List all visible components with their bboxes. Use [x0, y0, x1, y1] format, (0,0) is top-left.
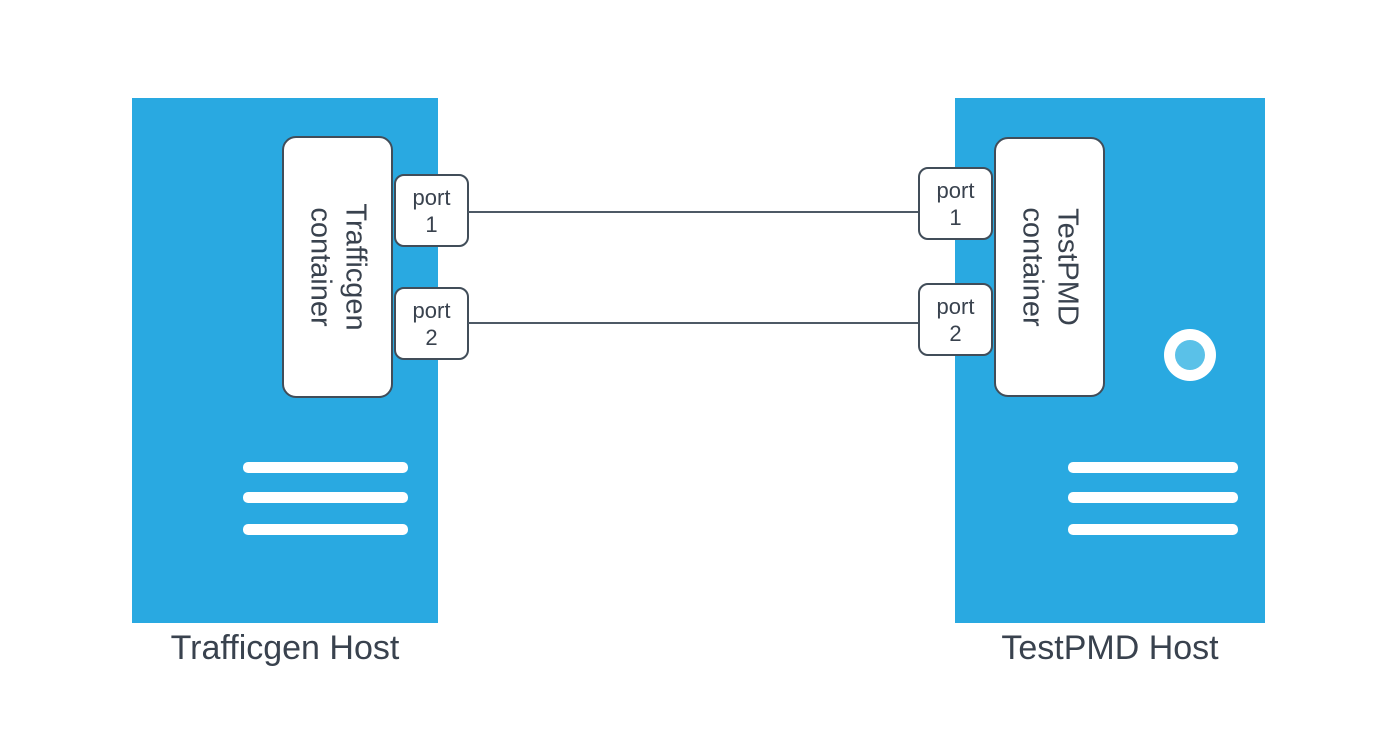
server-vent-icon	[243, 524, 408, 535]
testpmd-container-box: TestPMD container	[994, 137, 1105, 397]
server-vent-icon	[1068, 492, 1238, 503]
testpmd-port-1-label: port 1	[936, 177, 975, 230]
server-vent-icon	[243, 492, 408, 503]
trafficgen-port-2-box: port 2	[394, 287, 469, 360]
trafficgen-container-label: Trafficgen container	[304, 203, 372, 331]
server-vent-icon	[243, 462, 408, 473]
trafficgen-container-box: Trafficgen container	[282, 136, 393, 398]
testpmd-port-1-box: port 1	[918, 167, 993, 240]
testpmd-port-2-label: port 2	[936, 293, 975, 346]
trafficgen-port-2-label: port 2	[412, 297, 451, 350]
power-button-icon	[1164, 329, 1216, 381]
testpmd-container-label: TestPMD container	[1016, 207, 1084, 327]
server-vent-icon	[1068, 462, 1238, 473]
trafficgen-port-1-box: port 1	[394, 174, 469, 247]
power-button-inner-circle	[1175, 340, 1205, 370]
connection-line-port1	[468, 211, 919, 213]
connection-line-port2	[468, 322, 919, 324]
server-vent-icon	[1068, 524, 1238, 535]
trafficgen-port-1-label: port 1	[412, 184, 451, 237]
testpmd-host-label: TestPMD Host	[1001, 629, 1219, 667]
testpmd-port-2-box: port 2	[918, 283, 993, 356]
trafficgen-host-label: Trafficgen Host	[170, 629, 400, 667]
